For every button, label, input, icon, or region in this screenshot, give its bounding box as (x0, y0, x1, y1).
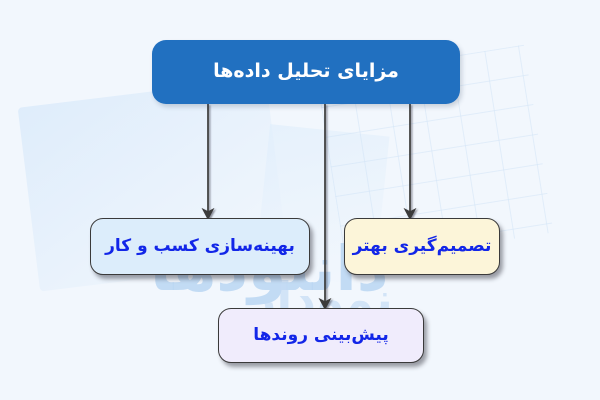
node-root-benefits[interactable]: مزایای تحلیل داده‌ها (152, 40, 460, 104)
node-trend-forecasting-label: پیش‌بینی روندها (253, 324, 389, 345)
node-trend-forecasting[interactable]: پیش‌بینی روندها (218, 308, 424, 363)
node-business-optimization[interactable]: بهینه‌سازی کسب و کار (90, 218, 310, 275)
node-root-label: مزایای تحلیل داده‌ها (213, 60, 399, 83)
node-business-optimization-label: بهینه‌سازی کسب و کار (105, 235, 295, 256)
node-better-decision-making[interactable]: تصمیم‌گیری بهتر (344, 218, 500, 275)
node-better-decision-making-label: تصمیم‌گیری بهتر (352, 235, 492, 256)
